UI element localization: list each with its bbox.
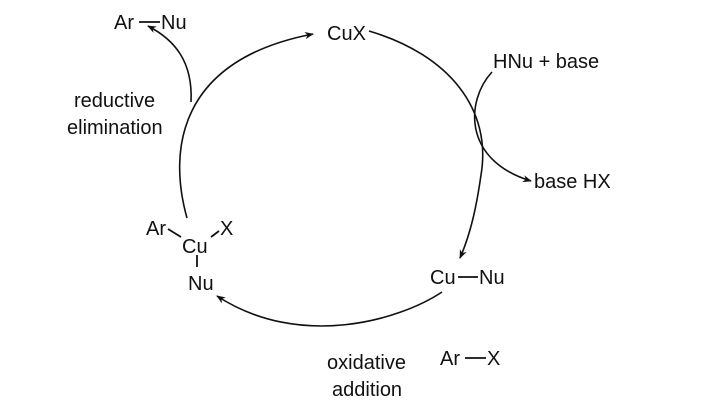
- bond-ar-cu: [167, 228, 182, 238]
- intermediate-nu: Nu: [188, 273, 214, 295]
- arc-cux-to-cunu: [368, 30, 484, 259]
- label-addition: addition: [332, 379, 402, 401]
- product-nu: Nu: [161, 12, 187, 34]
- label-oxidative: oxidative: [327, 352, 406, 374]
- cunu-cu: Cu: [430, 267, 456, 289]
- catalyst-cux: CuX: [327, 23, 366, 45]
- intermediate-cu: Cu: [182, 236, 208, 258]
- reagents-hnu-base: HNu + base: [493, 51, 599, 73]
- arc-intermediate-to-cux: [178, 32, 314, 219]
- substrate-ar: Ar: [440, 348, 460, 370]
- arc-cunu-to-intermediate: [216, 291, 443, 327]
- product-ar: Ar: [114, 12, 134, 34]
- intermediate-ar: Ar: [146, 218, 166, 240]
- cunu-nu: Nu: [479, 267, 505, 289]
- intermediate-x: X: [220, 218, 233, 240]
- label-elimination: elimination: [67, 117, 163, 139]
- byproduct-base-hx: base HX: [534, 171, 611, 193]
- arrow-hnu-to-basehx: [473, 71, 532, 183]
- arrow-reductive-elimination: [147, 25, 192, 103]
- substrate-x: X: [487, 348, 500, 370]
- bond-cu-x: [210, 230, 220, 238]
- label-reductive: reductive: [74, 90, 155, 112]
